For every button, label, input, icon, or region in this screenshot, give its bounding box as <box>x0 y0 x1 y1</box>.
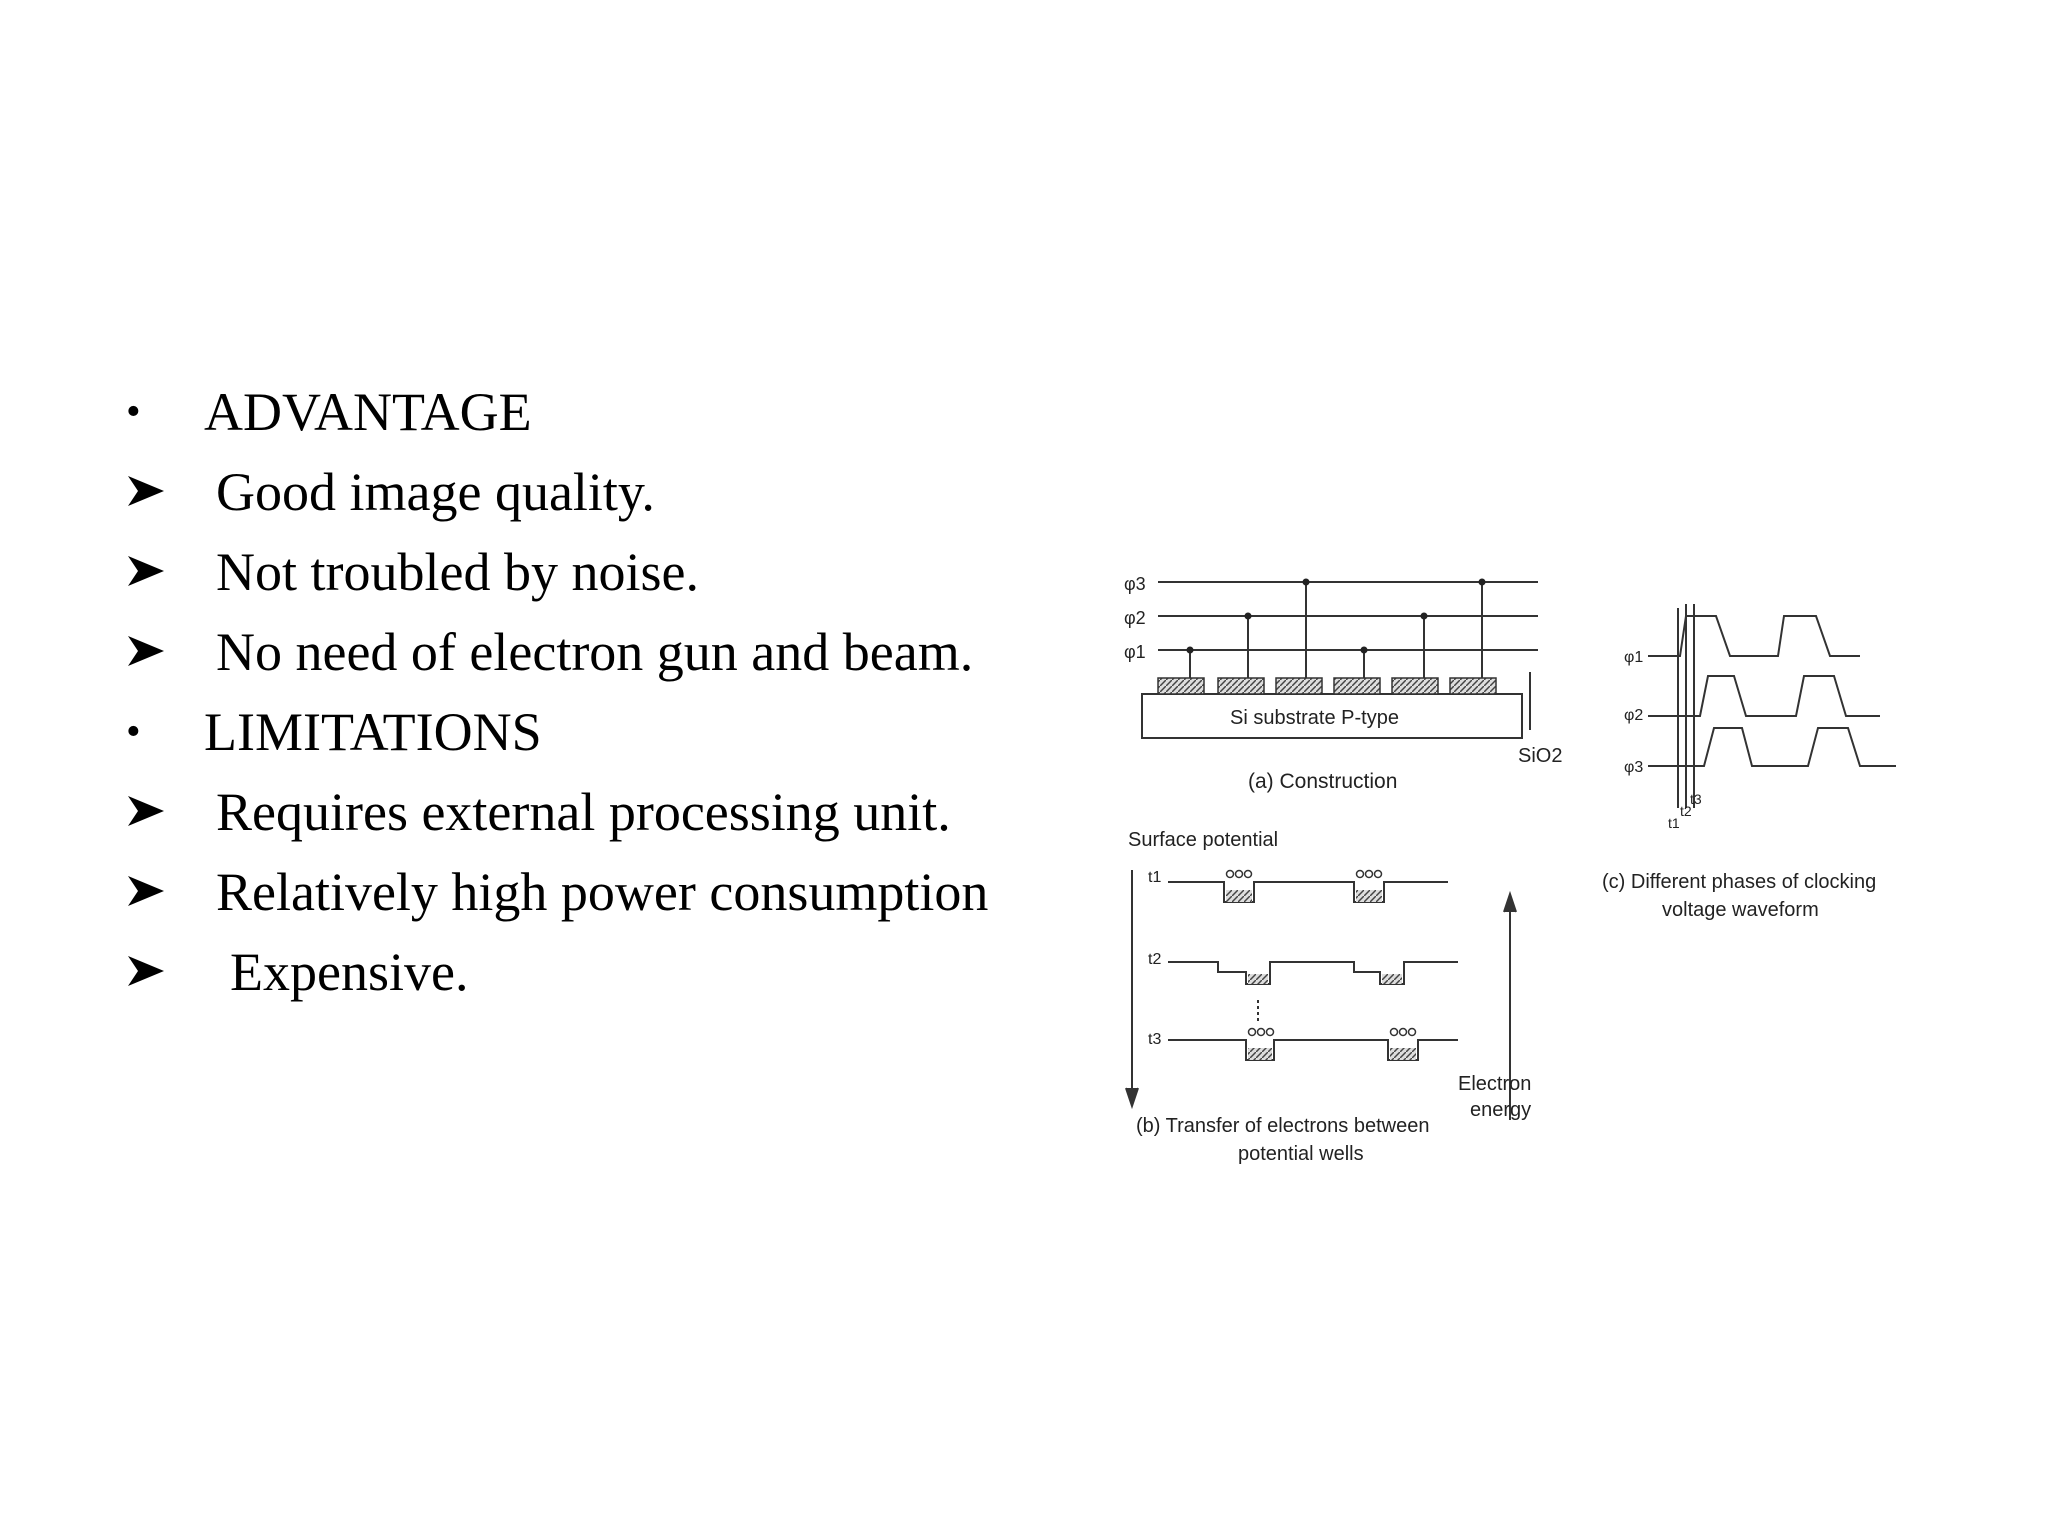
phase-label: φ2 <box>1124 608 1146 628</box>
bullet-item: • ADVANTAGE <box>120 372 1040 452</box>
arrowhead-bullet-icon <box>128 556 164 586</box>
caption-construction: (a) Construction <box>1248 770 1397 793</box>
arrow-item: Requires external processing unit. <box>120 772 1040 852</box>
electron-charges <box>1225 869 1417 1037</box>
construction-panel <box>1141 581 1538 739</box>
time-label: t1 <box>1668 815 1680 831</box>
time-label: t2 <box>1680 803 1692 819</box>
time-label: t1 <box>1148 869 1161 886</box>
arrow-item: No need of electron gun and beam. <box>120 612 1040 692</box>
arrow-item: Expensive. <box>120 932 1040 1012</box>
slide-bullet-list: • ADVANTAGE Good image quality. Not trou… <box>120 372 1040 1012</box>
caption-transfer: potential wells <box>1238 1143 1364 1165</box>
oxide-label: SiO2 <box>1518 745 1562 767</box>
arrow-item: Not troubled by noise. <box>120 532 1040 612</box>
bullet-dot-icon: • <box>126 389 141 435</box>
clock-label: φ2 <box>1624 707 1643 724</box>
caption-clocking: (c) Different phases of clocking <box>1602 871 1876 893</box>
advantage-item: Not troubled by noise. <box>216 542 699 602</box>
time-label: t3 <box>1690 791 1702 807</box>
arrowhead-bullet-icon <box>128 476 164 506</box>
section-heading-advantage: ADVANTAGE <box>204 382 532 442</box>
transfer-panel <box>1125 870 1517 1120</box>
electrode-row <box>1157 677 1497 695</box>
time-label: t2 <box>1148 951 1161 968</box>
arrowhead-bullet-icon <box>128 956 164 986</box>
limitation-item: Relatively high power consumption <box>216 862 989 922</box>
bullet-item: • LIMITATIONS <box>120 692 1040 772</box>
arrowhead-bullet-icon <box>128 876 164 906</box>
ccd-diagram: φ3 φ2 φ1 Si substrate P-type SiO2 (a) Co… <box>1124 574 1896 1165</box>
substrate-label: Si substrate P-type <box>1230 707 1399 729</box>
section-heading-limitations: LIMITATIONS <box>204 702 542 762</box>
phase-label: φ3 <box>1124 574 1146 594</box>
limitation-item: Expensive. <box>230 942 469 1002</box>
clock-label: φ1 <box>1624 649 1643 666</box>
caption-clocking: voltage waveform <box>1662 899 1819 921</box>
caption-transfer: (b) Transfer of electrons between <box>1136 1115 1429 1137</box>
arrow-item: Good image quality. <box>120 452 1040 532</box>
arrowhead-bullet-icon <box>128 636 164 666</box>
time-label: t3 <box>1148 1031 1161 1048</box>
advantage-item: No need of electron gun and beam. <box>216 622 974 682</box>
advantage-item: Good image quality. <box>216 462 655 522</box>
electron-energy-label: Electron <box>1458 1073 1531 1095</box>
phase-label: φ1 <box>1124 642 1146 662</box>
clock-label: φ3 <box>1624 759 1643 776</box>
junction-dots <box>1186 578 1486 654</box>
surface-potential-label: Surface potential <box>1128 829 1278 851</box>
arrowhead-bullet-icon <box>128 796 164 826</box>
arrow-item: Relatively high power consumption <box>120 852 1040 932</box>
limitation-item: Requires external processing unit. <box>216 782 951 842</box>
well-fill <box>1226 890 1416 1060</box>
bullet-dot-icon: • <box>126 709 141 755</box>
electron-energy-label: energy <box>1470 1099 1531 1121</box>
clock-waveform-panel <box>1648 604 1896 808</box>
